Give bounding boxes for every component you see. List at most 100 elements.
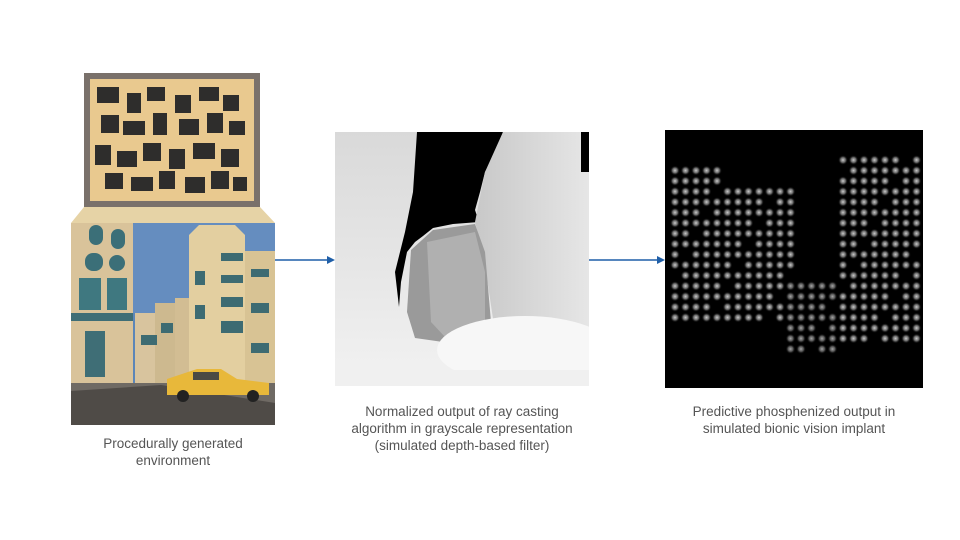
phosphene-dot (743, 302, 754, 312)
phosphene-dot (712, 165, 722, 176)
phosphene-dot (911, 302, 922, 312)
phosphene-dot (869, 239, 880, 249)
phosphene-dot (911, 197, 922, 207)
phosphene-dot (680, 186, 691, 197)
phosphene-dot (890, 312, 901, 323)
phosphene-dot (743, 260, 754, 270)
phosphene-dot (764, 281, 775, 291)
phosphene-dot (848, 228, 859, 239)
perspective-transition (71, 207, 275, 223)
phosphene-dot (817, 291, 827, 302)
phosphene-dot (785, 291, 796, 302)
map-building-block (193, 143, 215, 159)
phosphene-dot (869, 270, 880, 281)
map-building-block (97, 87, 119, 103)
phosphene-dot (901, 291, 911, 302)
phosphene-dot (890, 249, 901, 260)
phosphene-dot (764, 228, 775, 239)
phosphene-dot (733, 281, 743, 291)
phosphene-dot (691, 260, 701, 270)
phosphene-dot (701, 302, 712, 312)
phosphene-dot (701, 186, 712, 197)
taxi-car (167, 369, 269, 402)
phosphene-dot (869, 249, 880, 260)
map-building-block (153, 113, 167, 135)
map-building-block (211, 171, 229, 189)
phosphene-dot (785, 186, 796, 197)
phosphene-dot (869, 302, 880, 312)
phosphene-dot (859, 281, 869, 291)
phosphene-dot (680, 197, 691, 207)
phosphene-dot (691, 165, 701, 176)
phosphene-dot (754, 270, 764, 281)
phosphene-dot (806, 291, 817, 302)
phosphene-dot (701, 165, 712, 176)
phosphene-dot (911, 281, 922, 291)
phosphene-dot (712, 218, 722, 228)
phosphene-dot (838, 323, 848, 333)
phosphene-dot (743, 281, 754, 291)
phosphene-caption: Predictive phosphenized output in simula… (662, 403, 926, 437)
map-building-block (101, 115, 119, 133)
map-building-block (123, 121, 145, 135)
phosphene-dot (775, 260, 785, 270)
phosphene-dot (911, 165, 922, 176)
phosphene-dot (890, 228, 901, 239)
phosphene-dot (722, 228, 733, 239)
phosphene-dot (754, 186, 764, 197)
phosphene-dot (743, 228, 754, 239)
phosphene-dot (869, 323, 880, 333)
phosphene-dot (701, 218, 712, 228)
phosphene-dot (848, 155, 859, 165)
phosphene-dot (848, 333, 859, 344)
phosphene-dot (785, 260, 796, 270)
phosphene-dot (859, 291, 869, 302)
environment-panel (71, 73, 275, 425)
phosphene-dot (838, 155, 848, 165)
phosphene-dot (901, 218, 911, 228)
depth-map-image (335, 132, 589, 386)
phosphene-dot (691, 239, 701, 249)
phosphene-dot (764, 302, 775, 312)
phosphene-dot (691, 249, 701, 260)
phosphene-dot (796, 281, 806, 291)
phosphene-dot (712, 312, 722, 323)
phosphene-dot (785, 323, 796, 333)
phosphene-dot (890, 207, 901, 218)
phosphene-dot (838, 176, 848, 186)
phosphene-dot (859, 270, 869, 281)
phosphene-dot (890, 218, 901, 228)
phosphene-dot (859, 312, 869, 323)
phosphene-dot (743, 186, 754, 197)
phosphene-dot (911, 155, 922, 165)
phosphene-dot (880, 291, 890, 302)
phosphene-dot (680, 270, 691, 281)
map-building-block (169, 149, 185, 169)
map-building-block (223, 95, 239, 111)
phosphene-dot (670, 218, 680, 228)
phosphene-dot (911, 207, 922, 218)
phosphene-dot (827, 291, 838, 302)
map-building-block (207, 113, 223, 133)
phosphene-dot (764, 218, 775, 228)
phosphene-dot (722, 312, 733, 323)
phosphene-dot (670, 239, 680, 249)
phosphene-dot (869, 260, 880, 270)
caption-line: Predictive phosphenized output in (692, 404, 896, 419)
phosphene-dot (911, 270, 922, 281)
phosphene-dot (890, 281, 901, 291)
caption-line: algorithm in grayscale representation (351, 421, 573, 436)
phosphene-dot (733, 312, 743, 323)
depth-map-panel (335, 132, 589, 386)
phosphene-dot (712, 197, 722, 207)
phosphene-dot (848, 218, 859, 228)
phosphene-dot (848, 323, 859, 333)
phosphene-dot (806, 302, 817, 312)
phosphene-dot (785, 333, 796, 344)
phosphene-dot (806, 323, 817, 333)
phosphene-dot (785, 302, 796, 312)
map-building-block (147, 87, 165, 101)
phosphene-dot (754, 239, 764, 249)
caption-line: Normalized output of ray casting (365, 404, 559, 419)
phosphene-dot (785, 249, 796, 260)
